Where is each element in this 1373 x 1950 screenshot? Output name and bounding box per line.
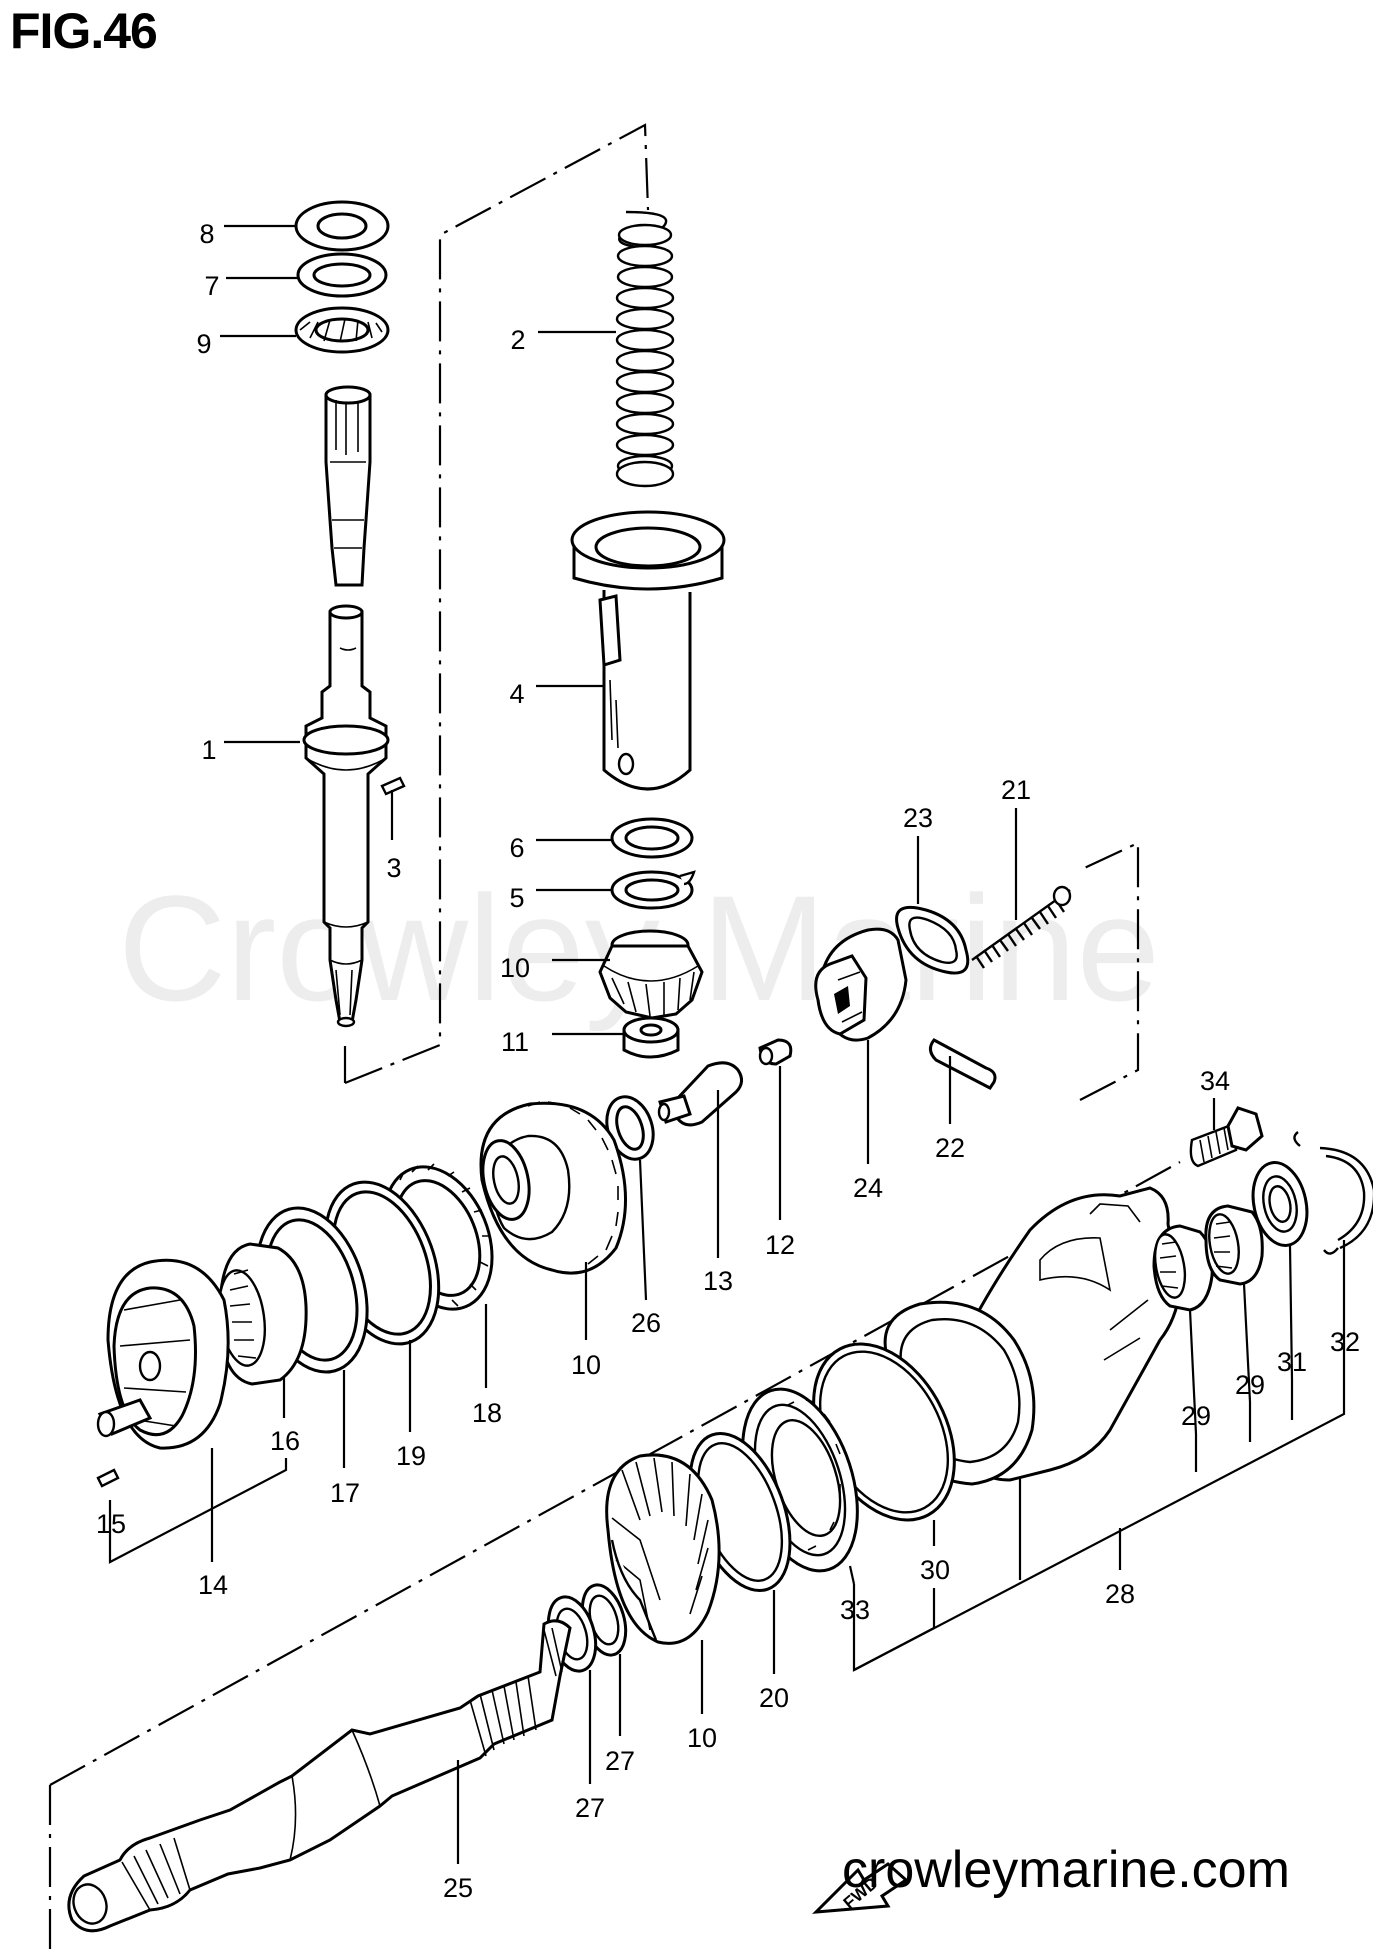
circlip-32 bbox=[1293, 1131, 1373, 1255]
thrust-bearing-9 bbox=[294, 306, 390, 354]
cross-pin-22 bbox=[929, 1038, 997, 1090]
part-label-29a: 29 bbox=[1235, 1370, 1265, 1400]
middle-boundary-line bbox=[1079, 841, 1140, 1101]
part-label-20: 20 bbox=[759, 1683, 789, 1713]
reverse-gear-10 bbox=[479, 1101, 628, 1275]
leader-lines bbox=[108, 224, 1346, 1864]
part-label-3: 3 bbox=[386, 853, 401, 883]
part-label-7: 7 bbox=[204, 271, 219, 301]
part-label-34: 34 bbox=[1200, 1066, 1230, 1096]
shim-5 bbox=[610, 870, 696, 910]
roller-bearing-16 bbox=[218, 1242, 308, 1386]
part-label-6: 6 bbox=[509, 833, 524, 863]
figure-title: FIG.46 bbox=[10, 3, 158, 59]
washer-7 bbox=[296, 252, 388, 298]
pinion-gear-10-upper bbox=[598, 929, 704, 1020]
part-label-14: 14 bbox=[198, 1570, 228, 1600]
pin-15 bbox=[96, 1468, 120, 1488]
gear-case-cap-28 bbox=[883, 1186, 1182, 1486]
pin-3 bbox=[380, 776, 406, 796]
part-label-24: 24 bbox=[853, 1173, 883, 1203]
part-label-33: 33 bbox=[840, 1595, 870, 1625]
part-label-27a: 27 bbox=[605, 1746, 635, 1776]
nut-11 bbox=[622, 1016, 680, 1059]
bolt-34 bbox=[1189, 1106, 1264, 1168]
part-label-8: 8 bbox=[199, 219, 214, 249]
part-label-5: 5 bbox=[509, 883, 524, 913]
part-label-23: 23 bbox=[903, 803, 933, 833]
part-label-4: 4 bbox=[509, 679, 524, 709]
needle-bearing-29-right bbox=[1204, 1204, 1264, 1286]
assembly-boundary-lines bbox=[48, 123, 1181, 1950]
part-label-13: 13 bbox=[703, 1266, 733, 1296]
shift-plunger-13 bbox=[657, 1061, 743, 1127]
spring-21 bbox=[971, 885, 1072, 969]
part-label-25: 25 bbox=[443, 1873, 473, 1903]
part-label-22: 22 bbox=[935, 1133, 965, 1163]
plunger-tip-12 bbox=[758, 1038, 793, 1066]
part-label-9: 9 bbox=[196, 329, 211, 359]
sleeve-4 bbox=[570, 510, 726, 791]
part-label-28: 28 bbox=[1105, 1579, 1135, 1609]
washer-8 bbox=[294, 200, 390, 252]
part-label-17: 17 bbox=[330, 1478, 360, 1508]
part-label-10b: 10 bbox=[571, 1350, 601, 1380]
upper-boundary-line bbox=[344, 123, 650, 1085]
spring-ring-23 bbox=[895, 905, 970, 975]
spring-2 bbox=[615, 210, 675, 488]
part-label-2: 2 bbox=[510, 325, 525, 355]
part-label-10a: 10 bbox=[500, 953, 530, 983]
part-label-32: 32 bbox=[1330, 1327, 1360, 1357]
part-label-19: 19 bbox=[396, 1441, 426, 1471]
part-label-18: 18 bbox=[472, 1398, 502, 1428]
part-label-16: 16 bbox=[270, 1426, 300, 1456]
part-label-1: 1 bbox=[201, 735, 216, 765]
part-label-26: 26 bbox=[631, 1308, 661, 1338]
part-label-21: 21 bbox=[1001, 775, 1031, 805]
washer-26 bbox=[605, 1095, 655, 1161]
part-label-30: 30 bbox=[920, 1555, 950, 1585]
part-number-labels: 8791324651011232122241213261018191716151… bbox=[96, 219, 1360, 1903]
washer-6 bbox=[610, 817, 694, 859]
forward-direction-arrow: FWD bbox=[812, 1862, 909, 1914]
propeller-bushing-14 bbox=[96, 1258, 230, 1450]
forward-gear-10-lower bbox=[605, 1453, 721, 1645]
propeller-shaft-25 bbox=[67, 1619, 572, 1933]
clutch-dog-24 bbox=[814, 927, 908, 1042]
part-label-27b: 27 bbox=[575, 1793, 605, 1823]
part-label-10c: 10 bbox=[687, 1723, 717, 1753]
part-label-31: 31 bbox=[1277, 1347, 1307, 1377]
part-label-15: 15 bbox=[96, 1509, 126, 1539]
drive-shaft-1 bbox=[302, 385, 390, 1028]
oil-seal-31 bbox=[1251, 1161, 1309, 1247]
needle-bearing-29-left bbox=[1152, 1224, 1214, 1312]
part-label-12: 12 bbox=[765, 1230, 795, 1260]
part-label-29b: 29 bbox=[1181, 1401, 1211, 1431]
part-label-11: 11 bbox=[501, 1027, 529, 1057]
site-url[interactable]: crowleymarine.com bbox=[842, 1841, 1290, 1899]
